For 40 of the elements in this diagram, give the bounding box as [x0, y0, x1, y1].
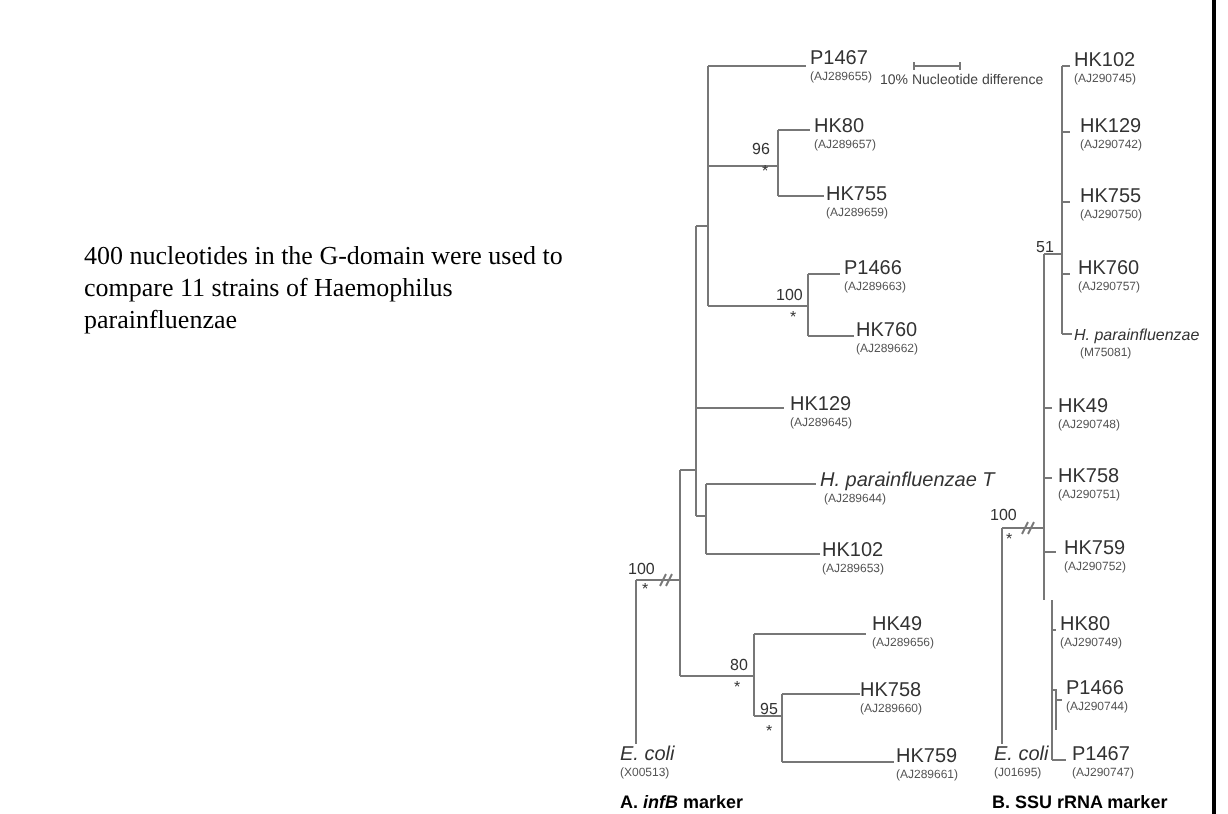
taxon-label: HK102 [822, 540, 884, 563]
taxon-label: HK760 [1078, 258, 1140, 281]
bootstrap-value: 100 [628, 560, 655, 578]
taxon-label: HK758 [860, 680, 922, 703]
taxon-label: P1467 [810, 48, 868, 71]
taxon-label: HK759 [896, 746, 958, 769]
bootstrap-value: * [642, 580, 649, 598]
bootstrap-value: 95 [760, 700, 778, 718]
taxon-label: P1467 [1072, 744, 1130, 767]
taxon-label: HK49 [872, 614, 923, 637]
description-text: 400 nucleotides in the G-domain were used to compare 11 strains of Haemophilus parainfluenzae [84, 240, 565, 336]
bootstrap-value: * [766, 722, 773, 740]
taxon-label: HK129 [790, 394, 852, 417]
taxon-label: HK49 [1058, 396, 1109, 419]
panel-caption: A. infB marker [620, 792, 744, 814]
bootstrap-value: * [790, 308, 797, 326]
taxon-label: P1466 [1066, 678, 1124, 701]
taxon-label: HK129 [1080, 116, 1142, 139]
taxon-label: HK760 [856, 320, 918, 343]
bootstrap-value: 100 [990, 506, 1017, 524]
taxon-label: HK80 [814, 116, 865, 139]
taxon-label: HK759 [1064, 538, 1126, 561]
bootstrap-value: * [1006, 530, 1013, 548]
taxon-label: E. coli [620, 744, 675, 767]
taxon-label: HK80 [1060, 614, 1111, 637]
bootstrap-value: * [734, 678, 741, 696]
bootstrap-value: 51 [1036, 238, 1054, 256]
bootstrap-value: 80 [730, 656, 748, 674]
taxon-label: P1466 [844, 258, 902, 281]
taxon-label: H. parainfluenzae T [820, 470, 995, 493]
panel-caption: B. SSU rRNA marker [992, 792, 1168, 814]
bootstrap-value: 96 [752, 140, 770, 158]
taxon-label: E. coli [994, 744, 1049, 767]
taxon-label: HK755 [1080, 186, 1142, 209]
taxon-label: H. parainfluenzae [1074, 326, 1200, 346]
bootstrap-value: 100 [776, 286, 803, 304]
taxon-label: HK102 [1074, 50, 1136, 73]
bootstrap-value: * [762, 162, 769, 180]
taxon-label: HK758 [1058, 466, 1120, 489]
taxon-label: HK755 [826, 184, 888, 207]
